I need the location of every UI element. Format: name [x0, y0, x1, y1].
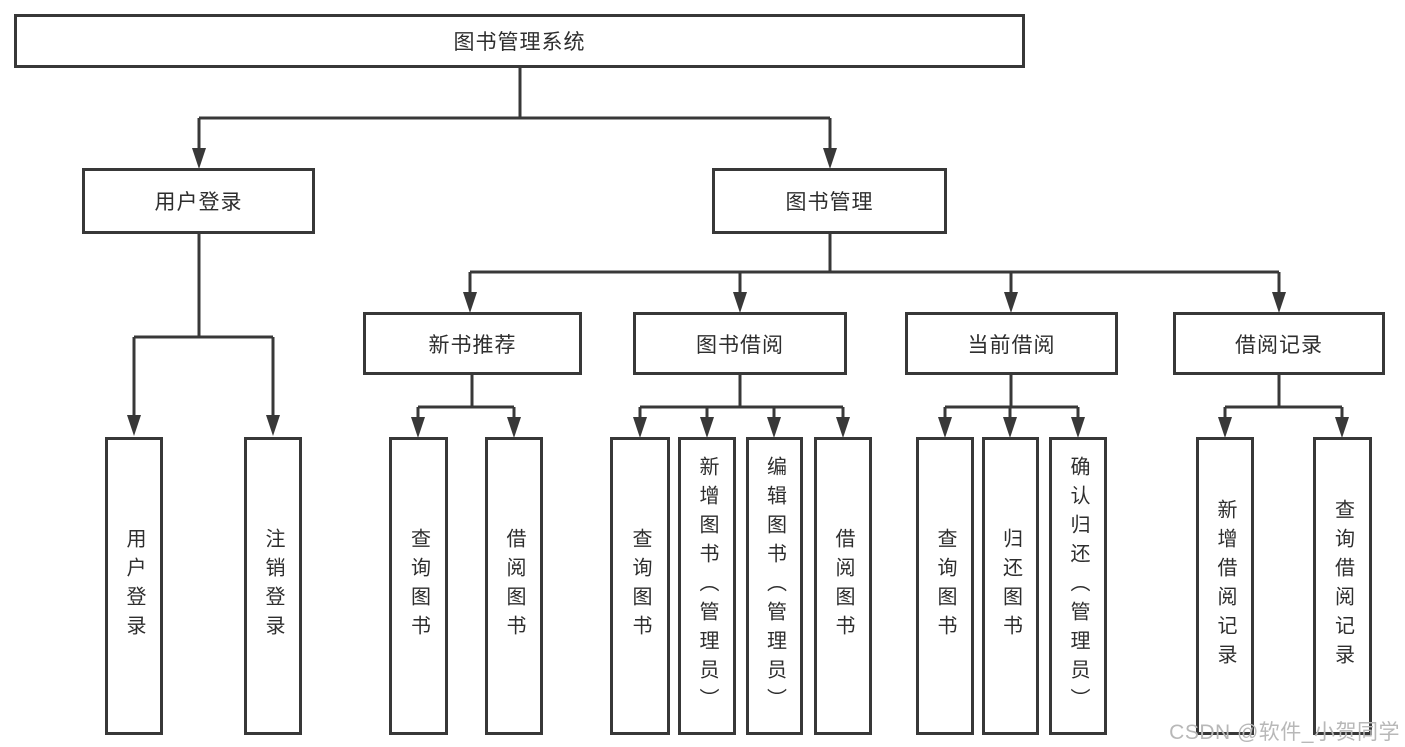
leaf-query-books-3: 查询图书 — [916, 437, 974, 735]
leaf-borrow-books-1-label: 借阅图书 — [503, 528, 525, 644]
leaf-confirm-return-admin-label: 确认归还（管理员） — [1067, 455, 1089, 717]
leaf-query-borrow-record-label: 查询借阅记录 — [1331, 499, 1354, 673]
node-book-borrow: 图书借阅 — [633, 312, 847, 375]
leaf-query-books-1: 查询图书 — [389, 437, 448, 735]
leaf-add-borrow-record: 新增借阅记录 — [1196, 437, 1254, 735]
leaf-logout: 注销登录 — [244, 437, 302, 735]
node-user-login: 用户登录 — [82, 168, 315, 234]
node-borrow-records: 借阅记录 — [1173, 312, 1385, 375]
leaf-user-login: 用户登录 — [105, 437, 163, 735]
leaf-return-books: 归还图书 — [982, 437, 1039, 735]
leaf-return-books-label: 归还图书 — [999, 528, 1022, 644]
arrowheads — [127, 148, 1349, 438]
leaf-confirm-return-admin: 确认归还（管理员） — [1049, 437, 1107, 735]
leaf-borrow-books-1: 借阅图书 — [485, 437, 543, 735]
leaf-query-books-3-label: 查询图书 — [934, 528, 956, 644]
leaf-borrow-books-2-label: 借阅图书 — [832, 528, 854, 644]
leaf-add-books-admin-label: 新增图书（管理员） — [696, 455, 718, 717]
leaf-query-books-1-label: 查询图书 — [407, 528, 430, 644]
leaf-add-books-admin: 新增图书（管理员） — [678, 437, 736, 735]
node-book-management: 图书管理 — [712, 168, 947, 234]
leaf-user-login-label: 用户登录 — [123, 528, 145, 644]
node-current-borrow: 当前借阅 — [905, 312, 1118, 375]
leaf-query-borrow-record: 查询借阅记录 — [1313, 437, 1372, 735]
leaf-edit-books-admin-label: 编辑图书（管理员） — [763, 455, 786, 717]
leaf-add-borrow-record-label: 新增借阅记录 — [1214, 499, 1236, 673]
watermark: CSDN @软件_小贺同学 — [1169, 721, 1400, 744]
leaf-query-books-2: 查询图书 — [610, 437, 670, 735]
leaf-borrow-books-2: 借阅图书 — [814, 437, 872, 735]
leaf-logout-label: 注销登录 — [262, 528, 284, 644]
leaf-query-books-2-label: 查询图书 — [629, 528, 651, 644]
node-new-book-recommend: 新书推荐 — [363, 312, 582, 375]
leaf-edit-books-admin: 编辑图书（管理员） — [746, 437, 803, 735]
node-library-management-system: 图书管理系统 — [14, 14, 1025, 68]
